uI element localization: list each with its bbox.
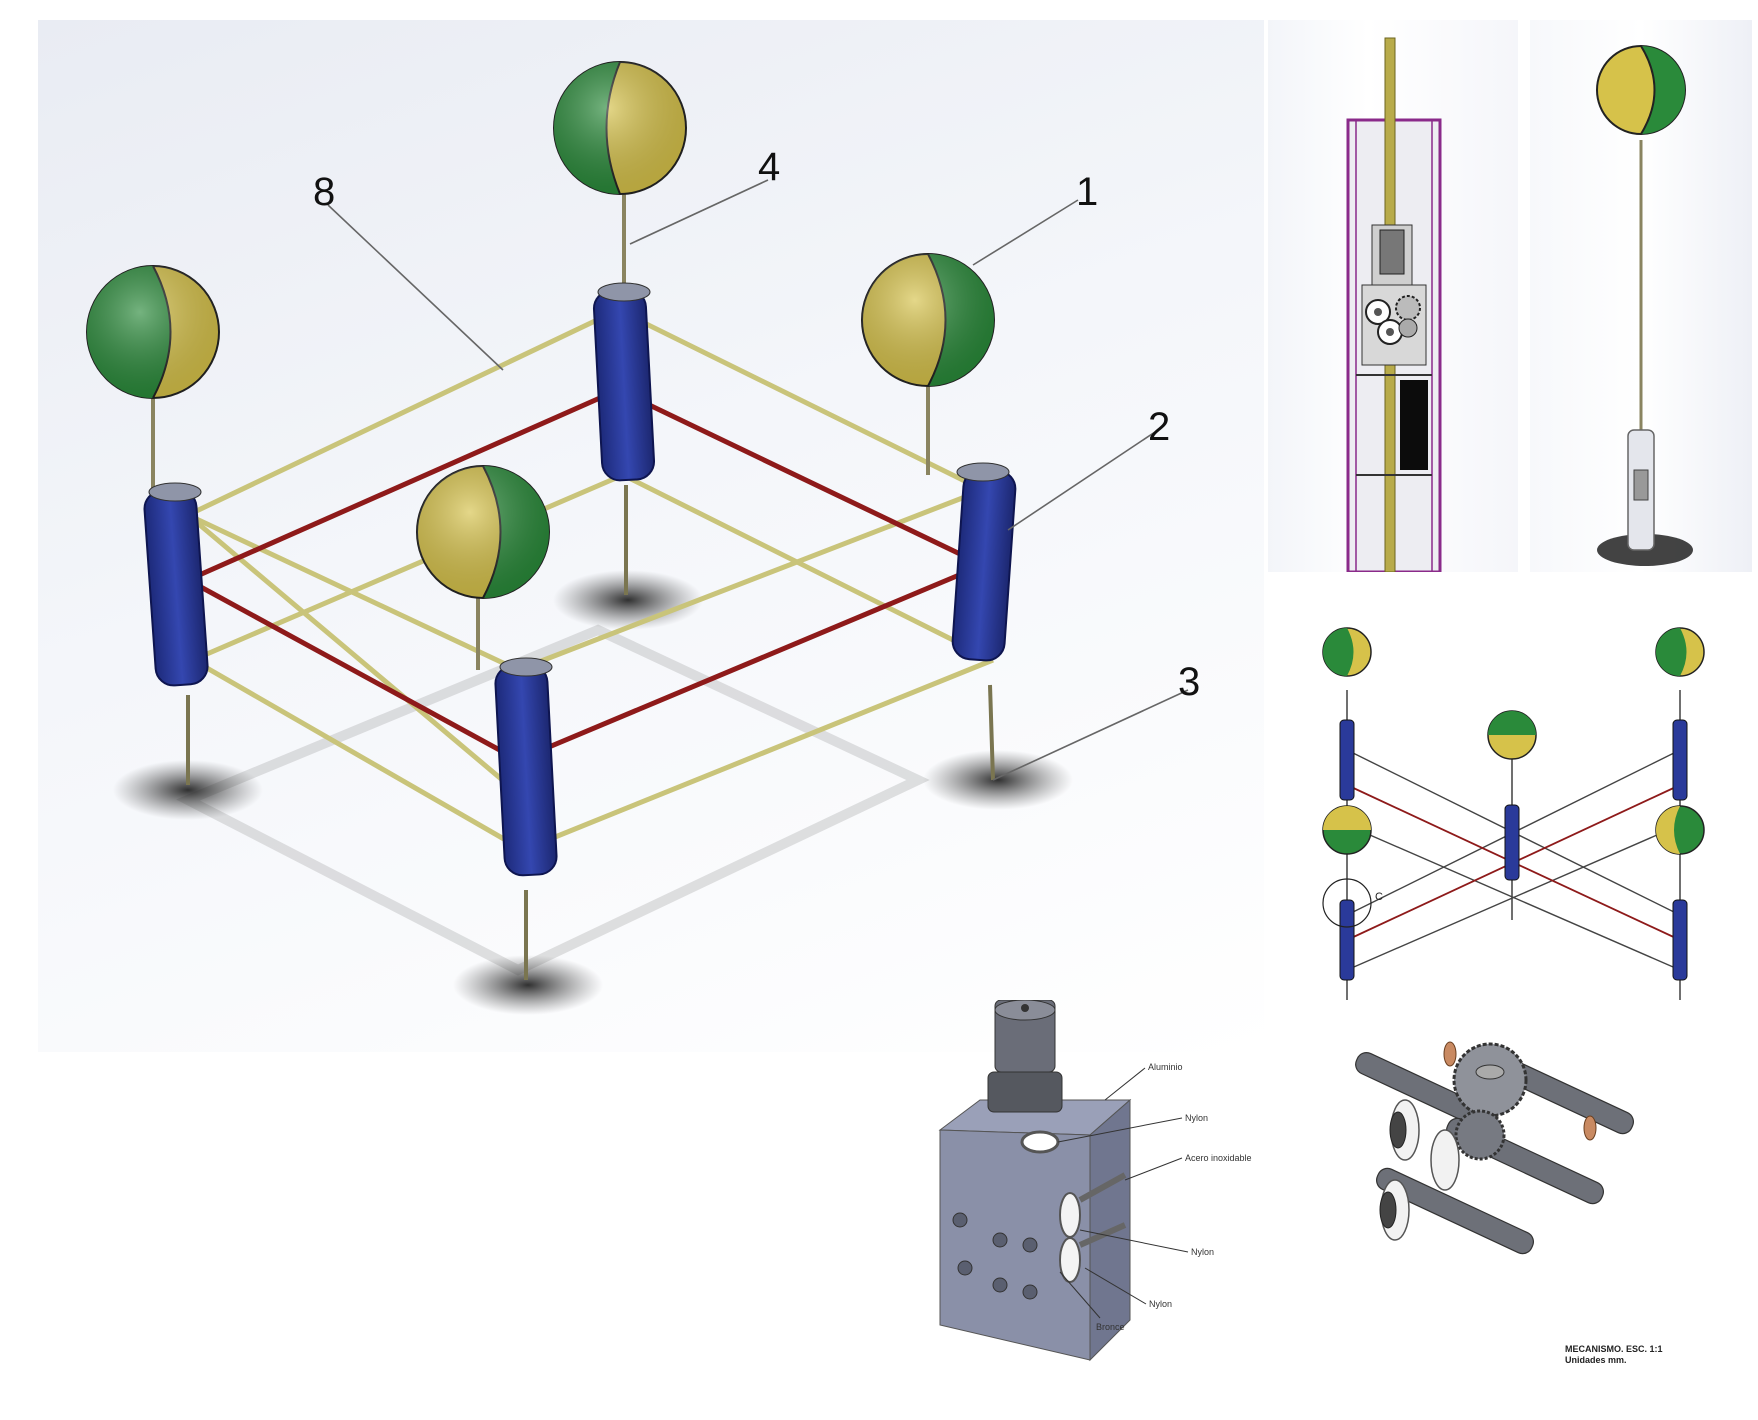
single-post-drawing: [1596, 45, 1693, 566]
detail-circle: [1322, 878, 1372, 928]
material-label-acero: Acero inoxidable: [1185, 1153, 1252, 1163]
shadow-right: [923, 750, 1073, 810]
elevation-balls: [1322, 627, 1705, 855]
post-back: [592, 282, 656, 482]
ball-right: [861, 253, 995, 387]
material-label-nylon-3: Nylon: [1149, 1299, 1172, 1309]
ball-front: [416, 465, 550, 599]
ground-spikes: [186, 485, 995, 980]
gear-mechanism-view: MECANISMO. ESC. 1:1 Unidades mm.: [1330, 1040, 1750, 1380]
rope-lines-yellow: [186, 307, 995, 853]
mechanism-housing-view: Aluminio Nylon Acero inoxidable Nylon Ny…: [920, 1000, 1320, 1380]
ball-poles: [151, 185, 930, 670]
front-elevation-view: C: [1300, 610, 1730, 1010]
front-elevation-drawing: C: [1322, 627, 1705, 1000]
ball-left: [86, 265, 220, 399]
material-label-aluminio: Aluminio: [1148, 1062, 1183, 1072]
mechanism-housing-drawing: Aluminio Nylon Acero inoxidable Nylon Ny…: [938, 1000, 1252, 1362]
callout-leaders: [327, 179, 1189, 781]
shadow-left: [113, 760, 263, 820]
shadow-front: [453, 955, 603, 1015]
callout-3: 3: [1178, 660, 1200, 704]
main-isometric-view: 8 4 1 2 3: [38, 20, 1264, 1052]
single-post-view: [1530, 20, 1752, 572]
viewport-background: [38, 20, 1264, 1052]
post-left: [143, 482, 209, 687]
material-label-nylon-1: Nylon: [1185, 1113, 1208, 1123]
ring-assembly-drawing: 8 4 1 2 3: [86, 61, 1200, 1015]
post-front: [494, 657, 558, 877]
detail-label: C: [1375, 891, 1383, 903]
material-label-nylon-2: Nylon: [1191, 1247, 1214, 1257]
callout-2: 2: [1148, 405, 1170, 449]
callout-4: 4: [758, 145, 780, 189]
gear-mechanism-drawing: MECANISMO. ESC. 1:1 Unidades mm.: [1355, 1041, 1663, 1365]
mechanism-units: Unidades mm.: [1565, 1355, 1627, 1365]
callout-1: 1: [1076, 170, 1098, 214]
post-section-view: [1268, 20, 1518, 572]
ground-shadow: [176, 624, 930, 976]
post-right: [951, 462, 1017, 662]
material-label-bronce: Bronce: [1096, 1322, 1125, 1332]
post-section-drawing: [1346, 37, 1442, 572]
ball-back: [553, 61, 687, 195]
mechanism-title: MECANISMO. ESC. 1:1: [1565, 1344, 1663, 1354]
callout-8: 8: [313, 170, 335, 214]
rope-lines-red: [186, 387, 985, 763]
